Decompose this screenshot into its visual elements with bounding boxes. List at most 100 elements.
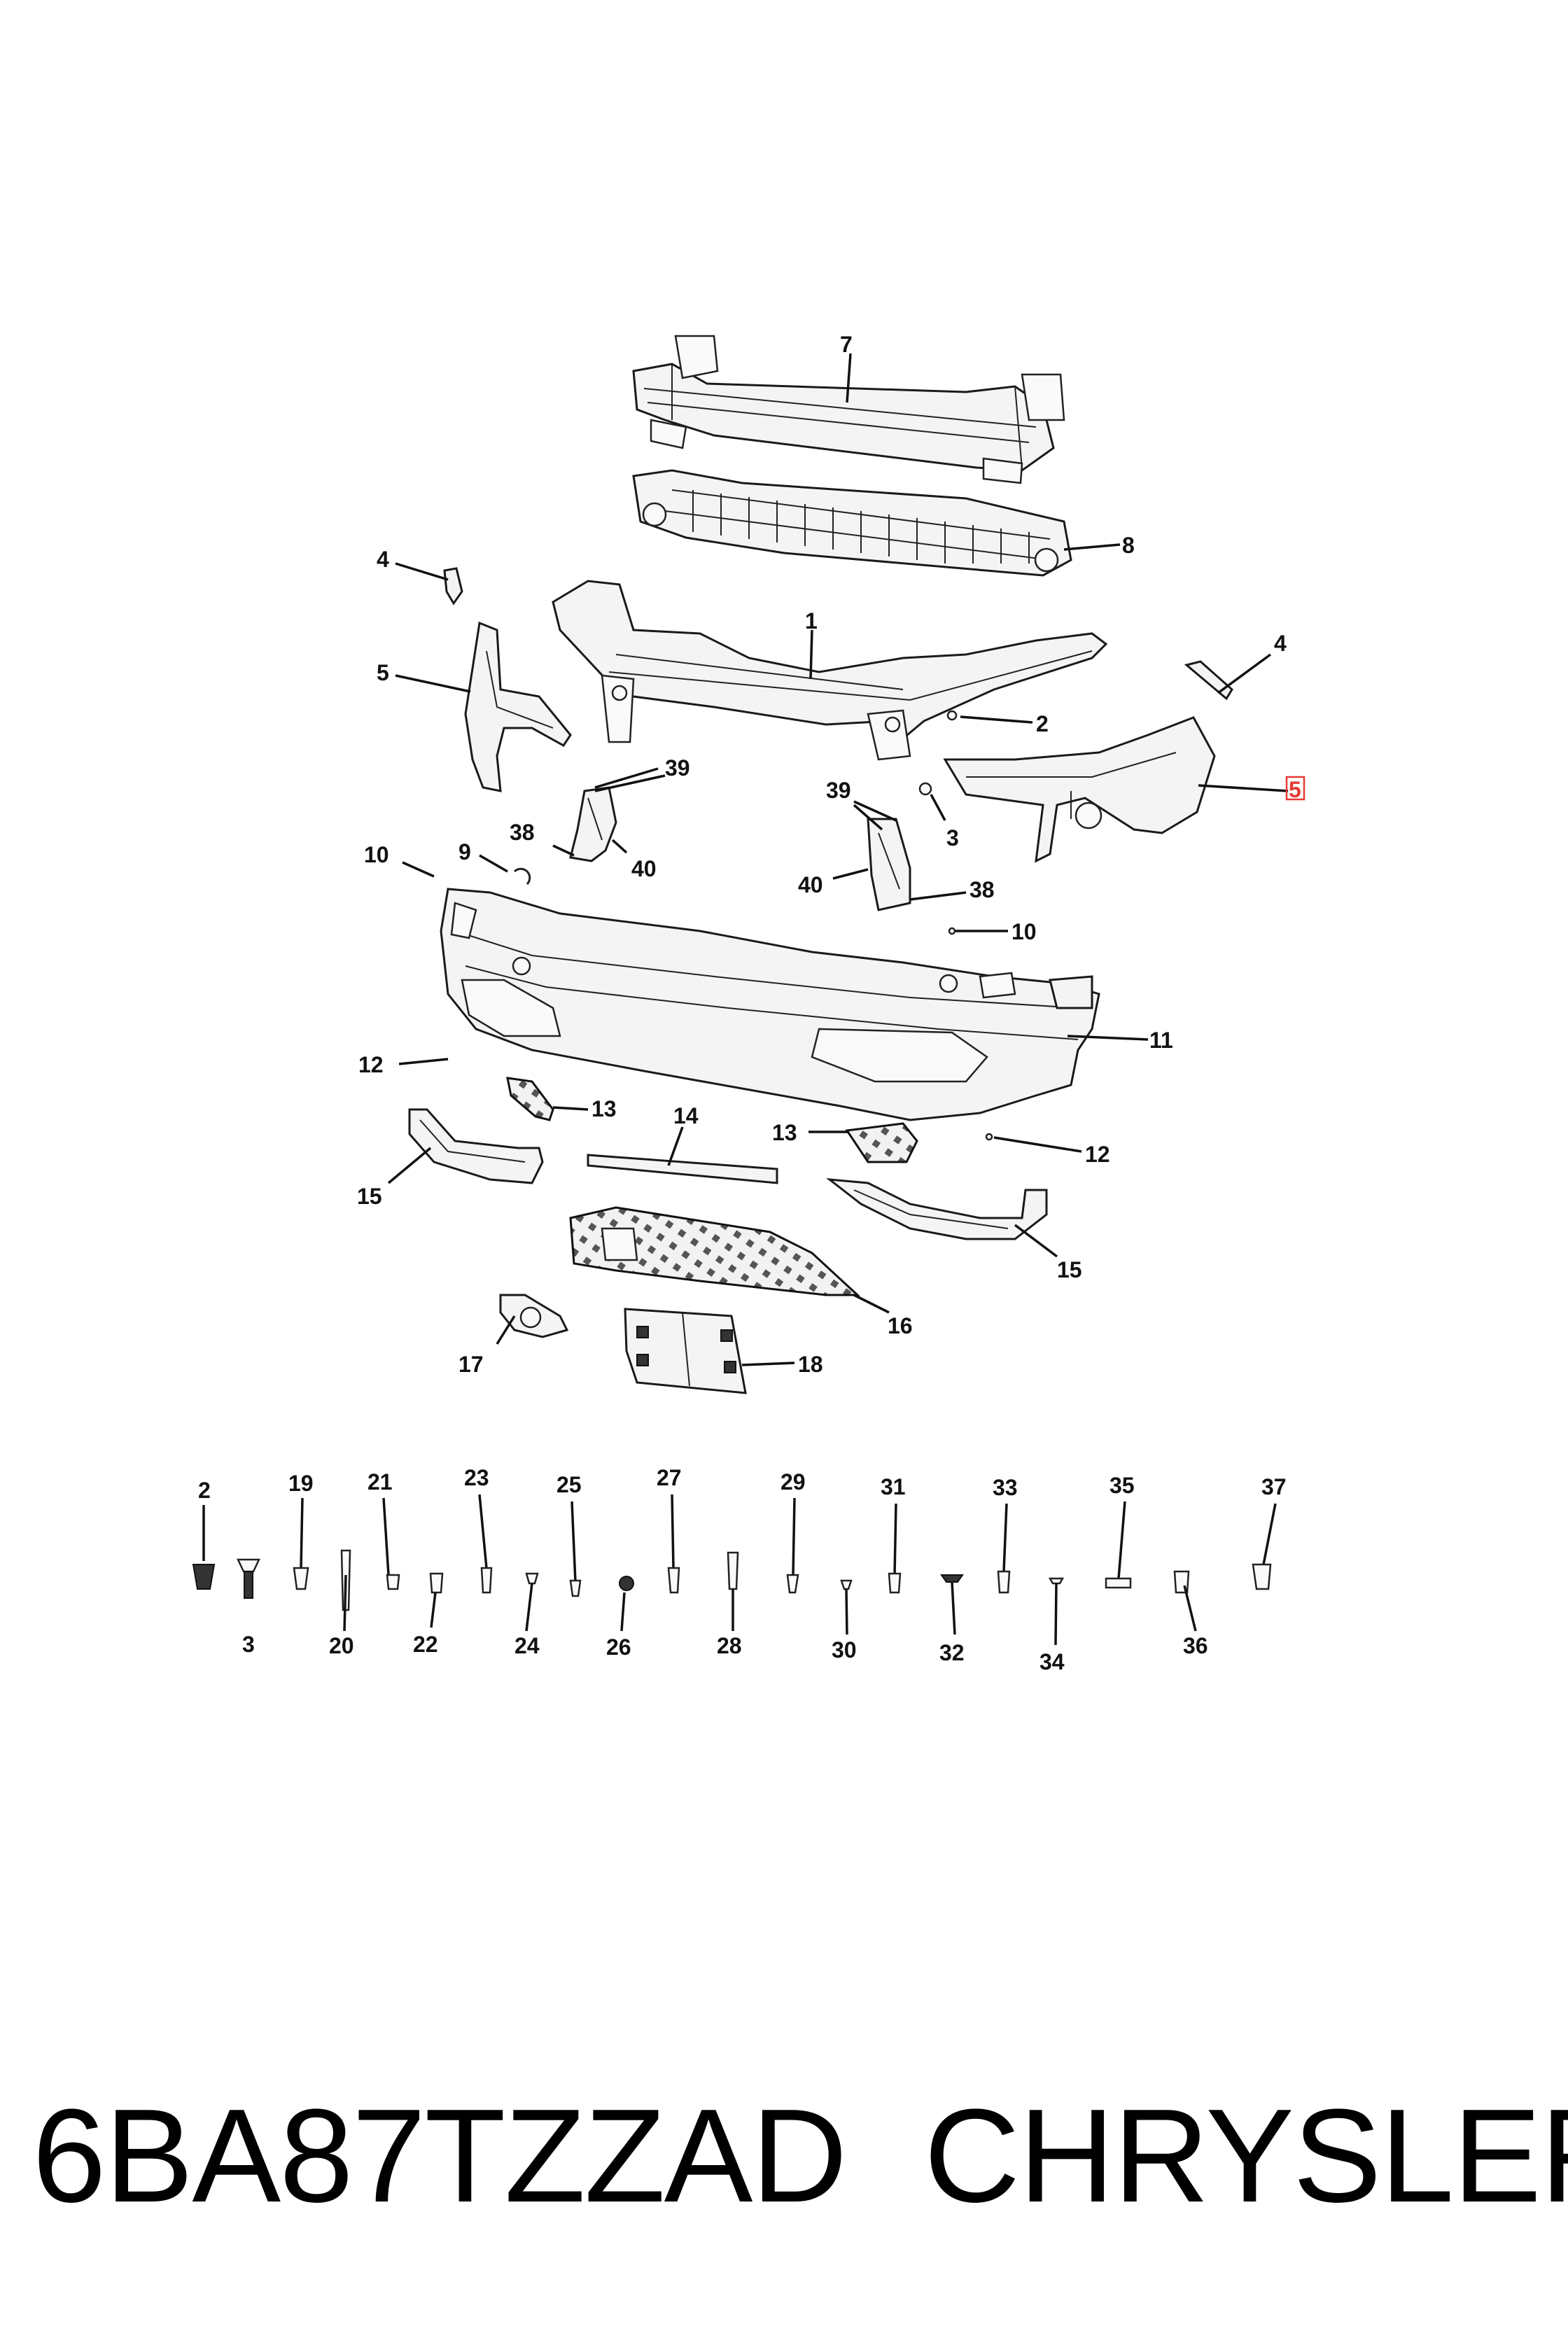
callout-7: 7	[840, 332, 853, 357]
fastener-label-27: 27	[657, 1465, 682, 1490]
leader-9	[479, 854, 508, 873]
bezel-15-left-part	[408, 1108, 544, 1184]
fascia-support-part	[552, 580, 1108, 761]
fastener-32-icon	[940, 1574, 964, 1583]
fastener-19-icon	[293, 1567, 309, 1590]
fastener-2-icon	[192, 1564, 216, 1590]
callout-14: 14	[673, 1103, 699, 1128]
fastener-37-icon	[1252, 1563, 1272, 1590]
leader-12-right	[993, 1136, 1082, 1153]
fastener-34-icon	[1048, 1577, 1065, 1585]
callout-13-right: 13	[772, 1120, 797, 1145]
fastener-21-icon	[386, 1574, 400, 1590]
center-bracket-right-part	[867, 818, 911, 911]
leader-4-left	[395, 562, 449, 581]
callout-16: 16	[888, 1313, 913, 1338]
grille-insert-13-left-part	[506, 1077, 554, 1121]
fastener-3-part	[918, 782, 932, 796]
leader-39-left-b	[594, 774, 666, 792]
callout-39-left: 39	[665, 755, 690, 780]
leader-2	[960, 715, 1033, 724]
leader-12-left	[398, 1058, 449, 1065]
fastener-label-34: 34	[1040, 1649, 1065, 1674]
fastener-22-icon	[429, 1572, 444, 1594]
callout-18: 18	[798, 1352, 823, 1377]
leader-39-left-a	[594, 767, 659, 789]
leader-13-left	[552, 1106, 589, 1111]
callout-3: 3	[946, 825, 959, 850]
bezel-15-right-part	[826, 1178, 1048, 1240]
fastener-label-26: 26	[606, 1634, 631, 1660]
fastener-label-33: 33	[993, 1475, 1018, 1500]
leader-16	[853, 1294, 890, 1314]
fastener-30-icon	[840, 1579, 853, 1590]
callout-12-right: 12	[1085, 1142, 1110, 1167]
leader-8	[1063, 543, 1121, 551]
fastener-35-icon	[1105, 1577, 1132, 1589]
leader-40-right	[832, 868, 869, 880]
callout-11: 11	[1149, 1028, 1173, 1053]
leader-11	[1067, 1035, 1149, 1041]
fastener-2-part	[946, 710, 958, 721]
fastener-label-37: 37	[1261, 1474, 1287, 1499]
callout-12-left: 12	[358, 1052, 384, 1077]
callout-5-right-highlight	[1285, 776, 1306, 801]
callout-39-right: 39	[826, 778, 851, 803]
fastener-27-icon	[667, 1567, 680, 1594]
callout-4-left: 4	[377, 547, 389, 572]
fastener-label-22: 22	[413, 1632, 438, 1657]
leader-4-right	[1217, 653, 1272, 694]
callout-5-left: 5	[377, 660, 389, 685]
fastener-23-icon	[480, 1567, 493, 1594]
leader-39-right-a	[853, 800, 897, 822]
leader-5-left	[395, 674, 471, 693]
fastener-33-icon	[997, 1570, 1011, 1594]
leader-1	[809, 629, 813, 680]
reinforcement-beam-part	[632, 335, 1065, 484]
leader-38-right	[909, 891, 967, 901]
front-fascia-part	[440, 888, 1100, 1121]
fastener-label-32: 32	[939, 1640, 965, 1665]
leader-40-left	[611, 839, 628, 854]
clip-10-right-part	[948, 927, 956, 935]
callout-38-left: 38	[510, 820, 535, 845]
leader-3	[930, 794, 946, 821]
fastener-label-24: 24	[514, 1633, 540, 1658]
brand-name: CHRYSLER	[924, 2082, 1568, 2230]
fastener-row: 2 3 19 20 21 22 23 24 25	[192, 1465, 1287, 1674]
callout-40-right: 40	[798, 872, 823, 897]
trim-strip-14-part	[587, 1154, 778, 1184]
callout-4-right: 4	[1274, 631, 1287, 656]
bracket-4-right-part	[1184, 660, 1233, 701]
leader-18	[741, 1362, 795, 1366]
fastener-26-icon	[619, 1576, 634, 1591]
bracket-4-left-part	[443, 567, 463, 606]
leader-39-right-b	[853, 804, 883, 831]
fastener-3-icon	[237, 1558, 260, 1573]
leader-14	[667, 1126, 684, 1166]
fastener-label-30: 30	[832, 1637, 857, 1662]
fastener-label-2: 2	[198, 1478, 211, 1503]
fastener-29-icon	[786, 1574, 799, 1594]
callout-10-left: 10	[364, 842, 389, 867]
callout-8: 8	[1122, 533, 1135, 558]
fastener-label-35: 35	[1110, 1473, 1135, 1498]
fastener-25-icon	[569, 1579, 582, 1597]
callout-9: 9	[458, 839, 471, 864]
part-number: 6BA87TZZAD	[32, 2082, 848, 2230]
callout-38-right: 38	[969, 877, 995, 902]
center-bracket-left-part	[569, 786, 617, 862]
side-bracket-left-part	[464, 621, 572, 792]
callout-13-left: 13	[592, 1096, 617, 1121]
leader-5-right	[1198, 784, 1289, 792]
callout-17: 17	[458, 1352, 484, 1377]
fastener-24-icon	[525, 1572, 539, 1585]
fastener-label-3: 3	[242, 1632, 255, 1657]
grille-insert-13-right-part	[845, 1122, 918, 1163]
fastener-label-28: 28	[717, 1633, 742, 1658]
fastener-28-icon	[727, 1551, 739, 1590]
license-bracket-18-part	[624, 1308, 747, 1394]
callout-40-left: 40	[631, 856, 657, 881]
leader-7	[846, 353, 852, 403]
side-bracket-right-part	[943, 716, 1216, 863]
